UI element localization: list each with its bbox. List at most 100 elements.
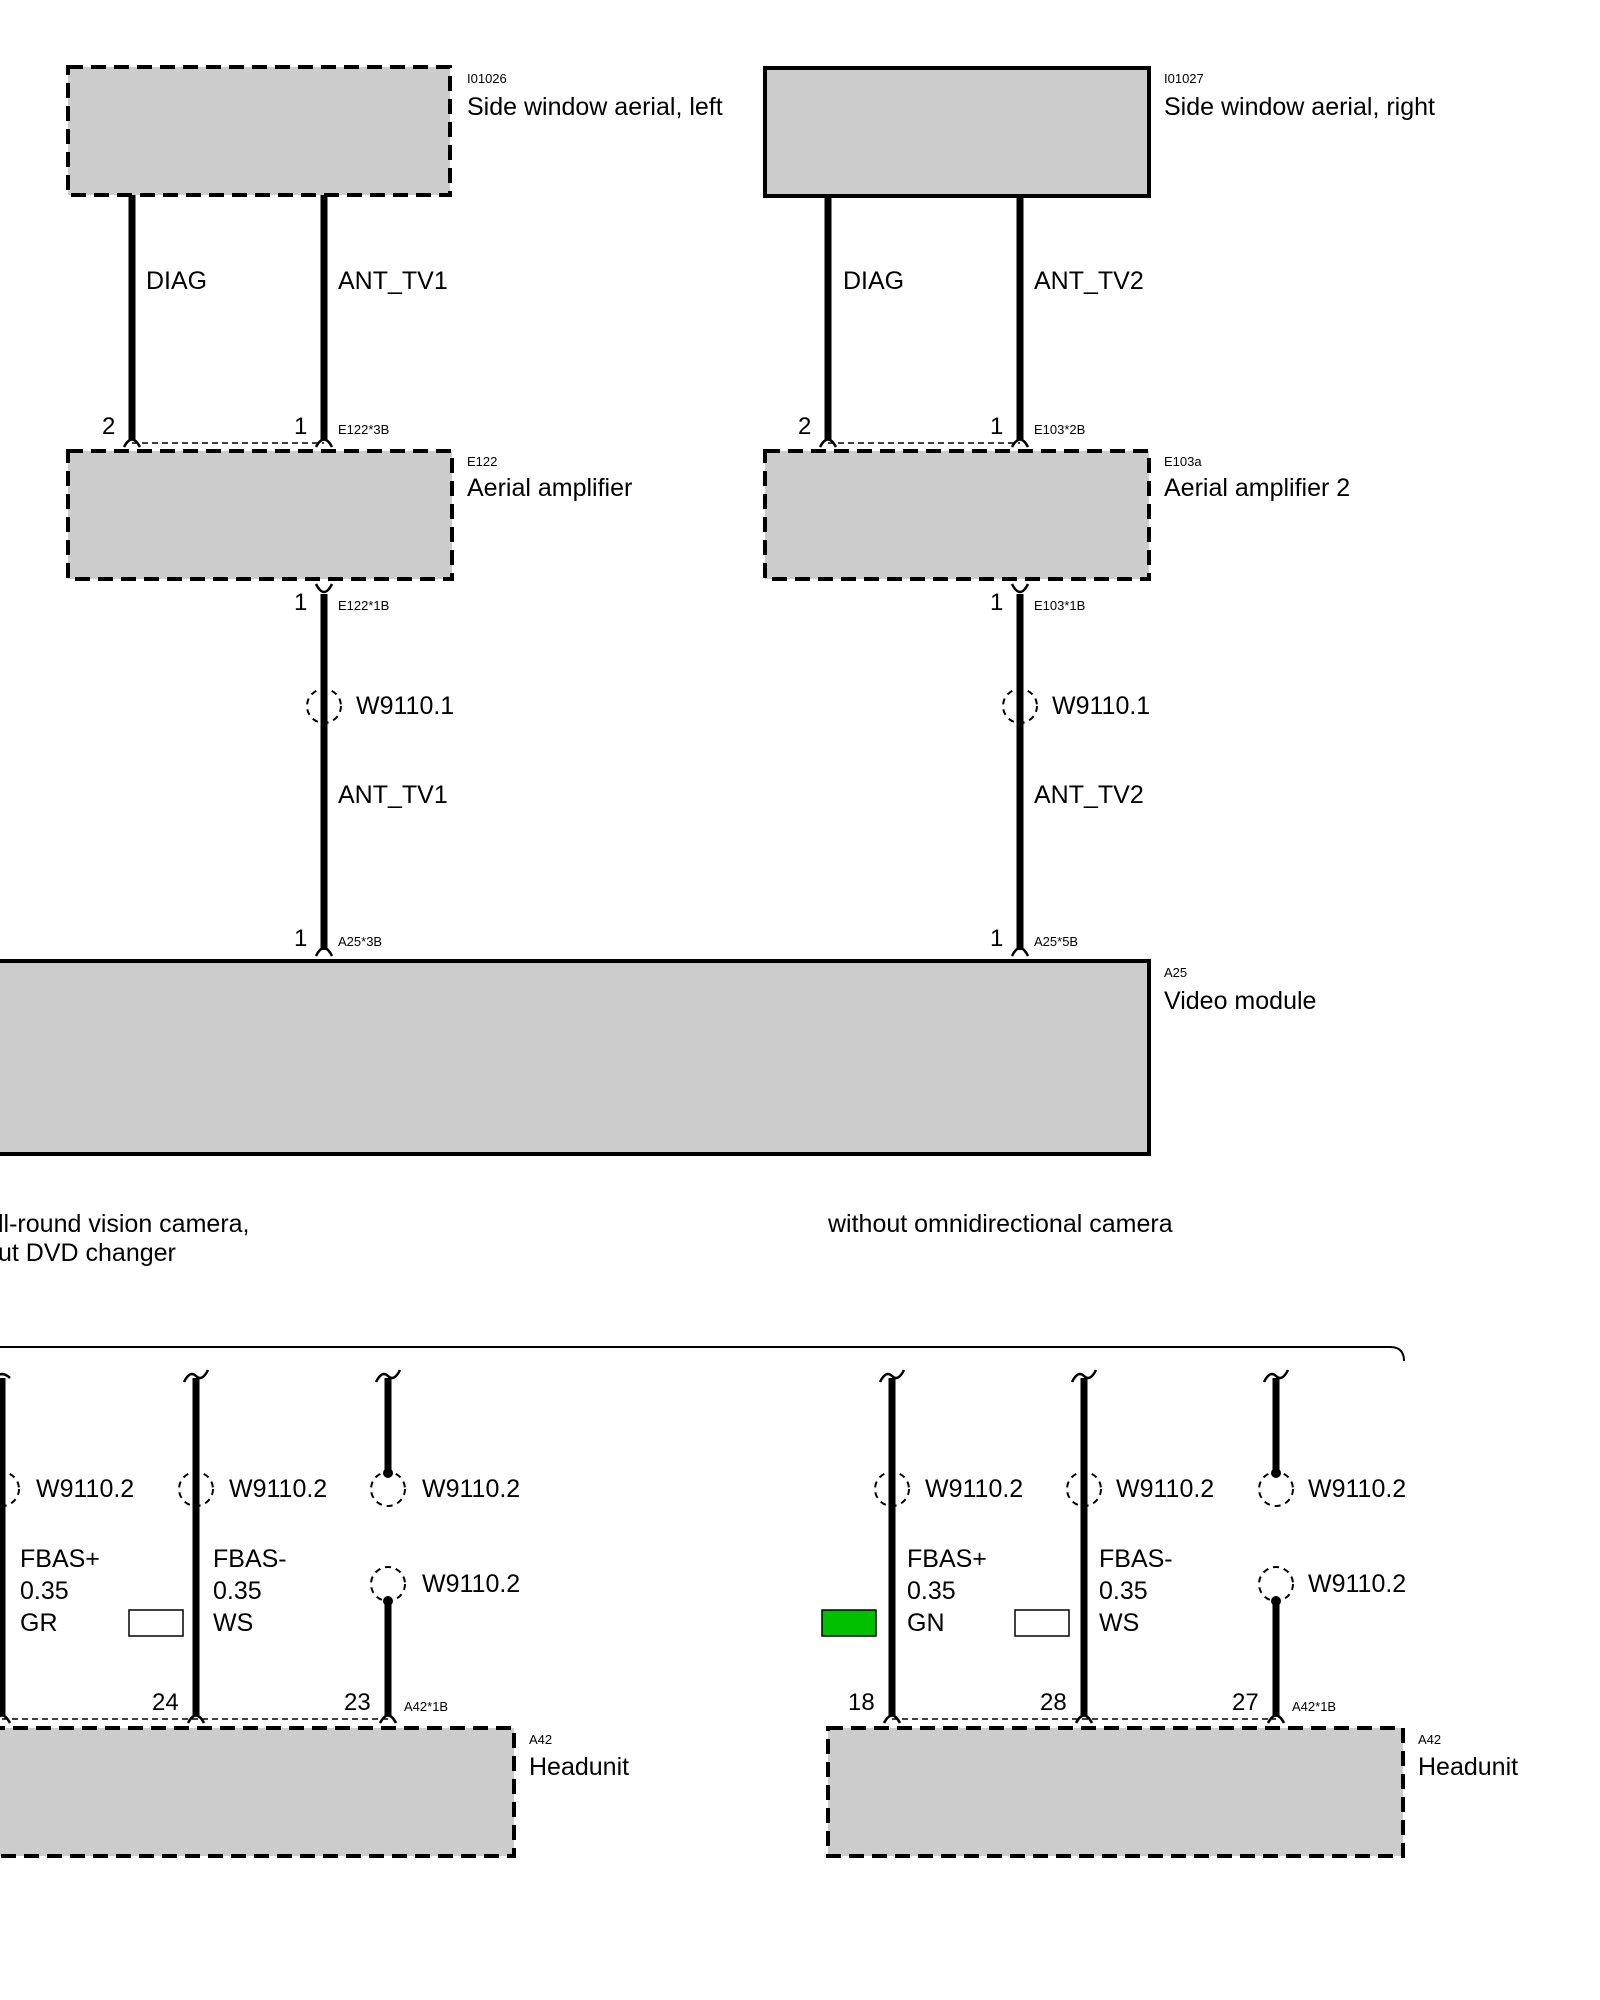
pin-cap-right-1 xyxy=(1010,438,1030,448)
headunit-right-box xyxy=(826,1726,1405,1858)
wire-break-right-18 xyxy=(878,1369,906,1383)
connector-e122-3b: E122*3B xyxy=(338,422,389,437)
pin-hu-left-24: 24 xyxy=(152,1689,179,1716)
condition-left-line2: ut DVD changer xyxy=(0,1239,176,1267)
pin-hu-right-28: 28 xyxy=(1040,1689,1067,1716)
cable-w9110-2-right-d: W9110.2 xyxy=(1308,1570,1406,1598)
amp-right-name: Aerial amplifier 2 xyxy=(1164,474,1350,502)
pin-amp-left-2: 2 xyxy=(102,413,115,440)
cable-w9110-1-left: W9110.1 xyxy=(356,692,454,720)
pin-cap-left-hu-1 xyxy=(0,1714,12,1724)
wire-break-right-27 xyxy=(1262,1369,1290,1383)
aerial-left-name: Side window aerial, left xyxy=(467,93,723,121)
cable-shield-right-a xyxy=(874,1471,910,1507)
pin-vm-left: 1 xyxy=(294,925,307,952)
pin-cap-right-hu-28 xyxy=(1074,1714,1094,1724)
connector-a25-5b: A25*5B xyxy=(1034,934,1078,949)
left-wire2-size: 0.35 xyxy=(213,1577,262,1605)
pin-cap-left-hu-24 xyxy=(186,1714,206,1724)
cable-w9110-2-left-a: W9110.2 xyxy=(36,1475,134,1503)
left-wire2-signal: FBAS- xyxy=(213,1545,287,1573)
pin-cap-left-1 xyxy=(314,438,334,448)
headunit-left-name: Headunit xyxy=(529,1753,629,1781)
headunit-right-id: A42 xyxy=(1418,1732,1441,1747)
connector-e103-2b: E103*2B xyxy=(1034,422,1085,437)
cable-w9110-2-left-b: W9110.2 xyxy=(229,1475,327,1503)
connector-e122-1b: E122*1B xyxy=(338,598,389,613)
pin-cap-vm-left xyxy=(314,946,334,957)
left-wire1-signal: FBAS+ xyxy=(20,1545,100,1573)
cable-w9110-2-left-c: W9110.2 xyxy=(422,1475,520,1503)
cable-shield-left-c xyxy=(370,1471,406,1507)
right-wire1-signal: FBAS+ xyxy=(907,1545,987,1573)
color-swatch-white-right xyxy=(1014,1609,1070,1637)
amp-right-id: E103a xyxy=(1164,454,1202,469)
pin-cap-right-hu-27 xyxy=(1266,1714,1286,1724)
label-ant-tv2-bottom: ANT_TV2 xyxy=(1034,781,1144,809)
connector-a25-3b: A25*3B xyxy=(338,934,382,949)
pin-cap-left-2 xyxy=(122,438,142,448)
right-wire1-color: GN xyxy=(907,1609,945,1637)
wire-break-right-28 xyxy=(1070,1369,1098,1383)
cable-shield-left-a xyxy=(0,1471,20,1507)
wire-break-left-23 xyxy=(374,1369,402,1383)
video-module-name: Video module xyxy=(1164,987,1316,1015)
pin-vm-right: 1 xyxy=(990,925,1003,952)
amp-left-id: E122 xyxy=(467,454,497,469)
connector-a42-1b-right: A42*1B xyxy=(1292,1699,1336,1714)
aerial-left-id: I01026 xyxy=(467,71,507,86)
condition-right: without omnidirectional camera xyxy=(827,1210,1173,1238)
color-swatch-green xyxy=(821,1609,877,1637)
color-swatch-white-left xyxy=(128,1609,184,1637)
cable-w9110-2-right-c: W9110.2 xyxy=(1308,1475,1406,1503)
pin-hu-right-27: 27 xyxy=(1232,1689,1259,1716)
condition-left-line1: ll-round vision camera, xyxy=(0,1210,250,1238)
pin-cap-amp-left-out xyxy=(314,583,334,594)
condition-bracket xyxy=(0,1346,1405,1362)
right-wire2-size: 0.35 xyxy=(1099,1577,1148,1605)
pin-cap-right-hu-18 xyxy=(882,1714,902,1724)
video-module-box xyxy=(0,959,1151,1156)
pin-amp-left-1: 1 xyxy=(294,413,307,440)
pin-amp-right-out: 1 xyxy=(990,589,1003,616)
headunit-right-name: Headunit xyxy=(1418,1753,1518,1781)
pin-cap-amp-right-out xyxy=(1010,583,1030,594)
cable-w9110-2-right-a: W9110.2 xyxy=(925,1475,1023,1503)
connector-e103-1b: E103*1B xyxy=(1034,598,1085,613)
amp-left-name: Aerial amplifier xyxy=(467,474,632,502)
aerial-right-box xyxy=(763,66,1151,198)
aerial-right-name: Side window aerial, right xyxy=(1164,93,1435,121)
right-wire1-size: 0.35 xyxy=(907,1577,956,1605)
cable-shield-right-1 xyxy=(1002,688,1038,724)
cable-shield-left-b xyxy=(178,1471,214,1507)
left-wire2-color: WS xyxy=(213,1609,253,1637)
pin-cap-left-hu-23 xyxy=(378,1714,398,1724)
right-wire2-signal: FBAS- xyxy=(1099,1545,1173,1573)
cable-shield-right-d xyxy=(1258,1566,1294,1602)
aerial-right-id: I01027 xyxy=(1164,71,1204,86)
label-diag-left: DIAG xyxy=(146,267,207,295)
label-ant-tv1-top: ANT_TV1 xyxy=(338,267,448,295)
cable-w9110-2-left-d: W9110.2 xyxy=(422,1570,520,1598)
aerial-left-box xyxy=(66,65,452,197)
pin-amp-right-1: 1 xyxy=(990,413,1003,440)
pin-hu-right-18: 18 xyxy=(848,1689,875,1716)
cable-w9110-1-right: W9110.1 xyxy=(1052,692,1150,720)
pin-cap-right-2 xyxy=(818,438,838,448)
cable-shield-right-b xyxy=(1066,1471,1102,1507)
amp-right-box xyxy=(763,449,1151,581)
cable-w9110-2-right-b: W9110.2 xyxy=(1116,1475,1214,1503)
cable-shield-left-1 xyxy=(306,688,342,724)
pin-amp-left-out: 1 xyxy=(294,589,307,616)
amp-left-box xyxy=(66,449,454,581)
left-wire1-color: GR xyxy=(20,1609,58,1637)
wire-break-left-24 xyxy=(182,1369,210,1383)
right-wire2-color: WS xyxy=(1099,1609,1139,1637)
cable-shield-left-d xyxy=(370,1566,406,1602)
headunit-left-box xyxy=(0,1726,516,1858)
left-wire1-size: 0.35 xyxy=(20,1577,69,1605)
pin-amp-right-2: 2 xyxy=(798,413,811,440)
video-module-id: A25 xyxy=(1164,965,1187,980)
pin-cap-vm-right xyxy=(1010,946,1030,957)
